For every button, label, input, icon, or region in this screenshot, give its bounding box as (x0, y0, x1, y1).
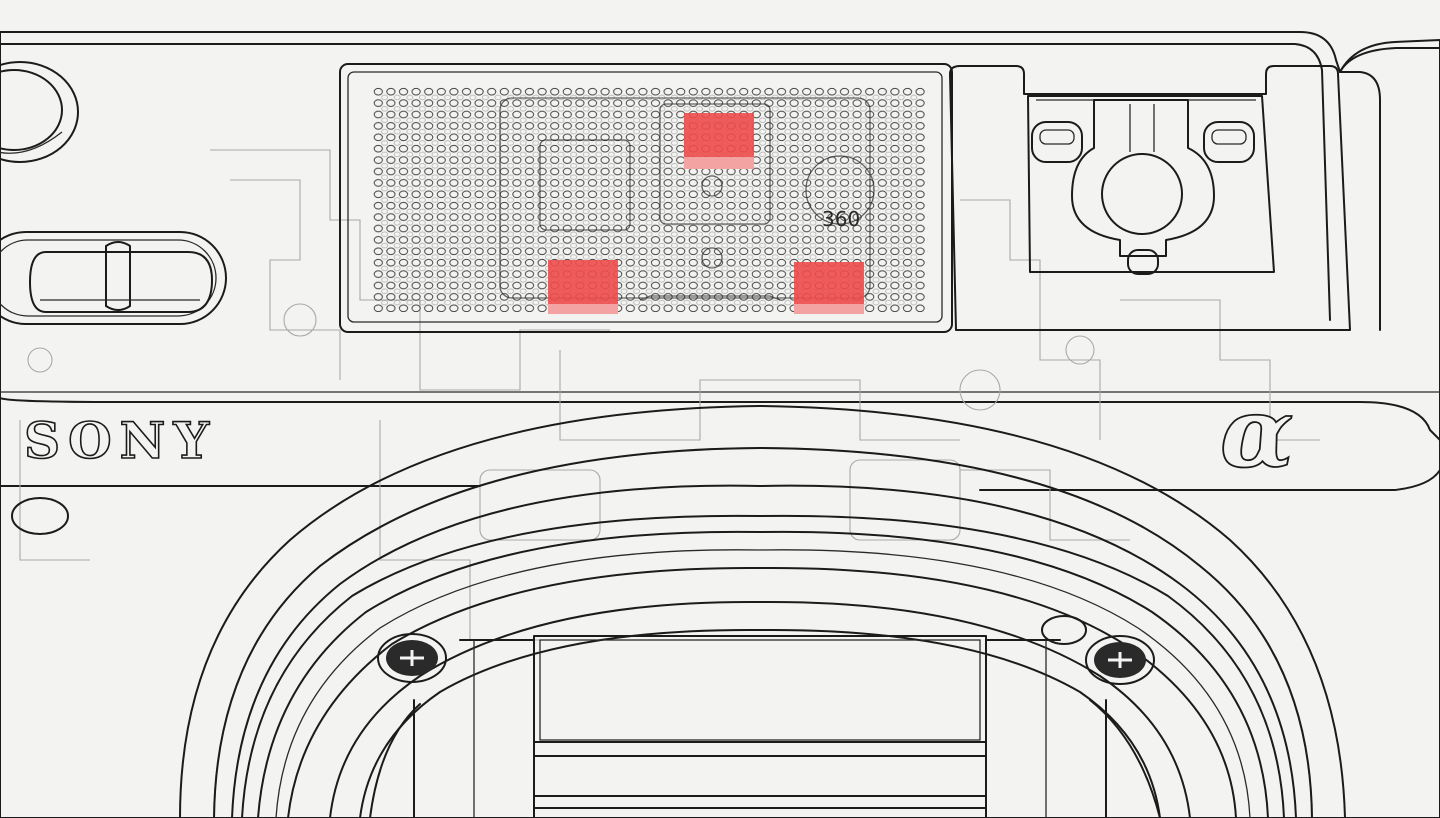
microphone-grille: 360 (339, 63, 953, 333)
lens-mount-ring (179, 405, 1346, 818)
multi-interface-hot-shoe (949, 65, 1351, 331)
mode-switch (0, 231, 227, 325)
mic-capsule-left (548, 260, 618, 314)
mic-directional-label: 360 (822, 207, 860, 231)
image-sensor-opening (329, 600, 1191, 818)
brand-logo: SONY (24, 411, 217, 470)
front-indicator-lamp (11, 497, 69, 535)
mic-capsule-top (684, 113, 754, 169)
lens-release-pin (1041, 615, 1087, 645)
model-mark-alpha: α (1220, 376, 1294, 489)
mount-screw-right (1085, 635, 1155, 685)
mic-capsule-right (794, 262, 864, 314)
mount-screw-left (377, 633, 447, 683)
top-dial (0, 61, 79, 163)
